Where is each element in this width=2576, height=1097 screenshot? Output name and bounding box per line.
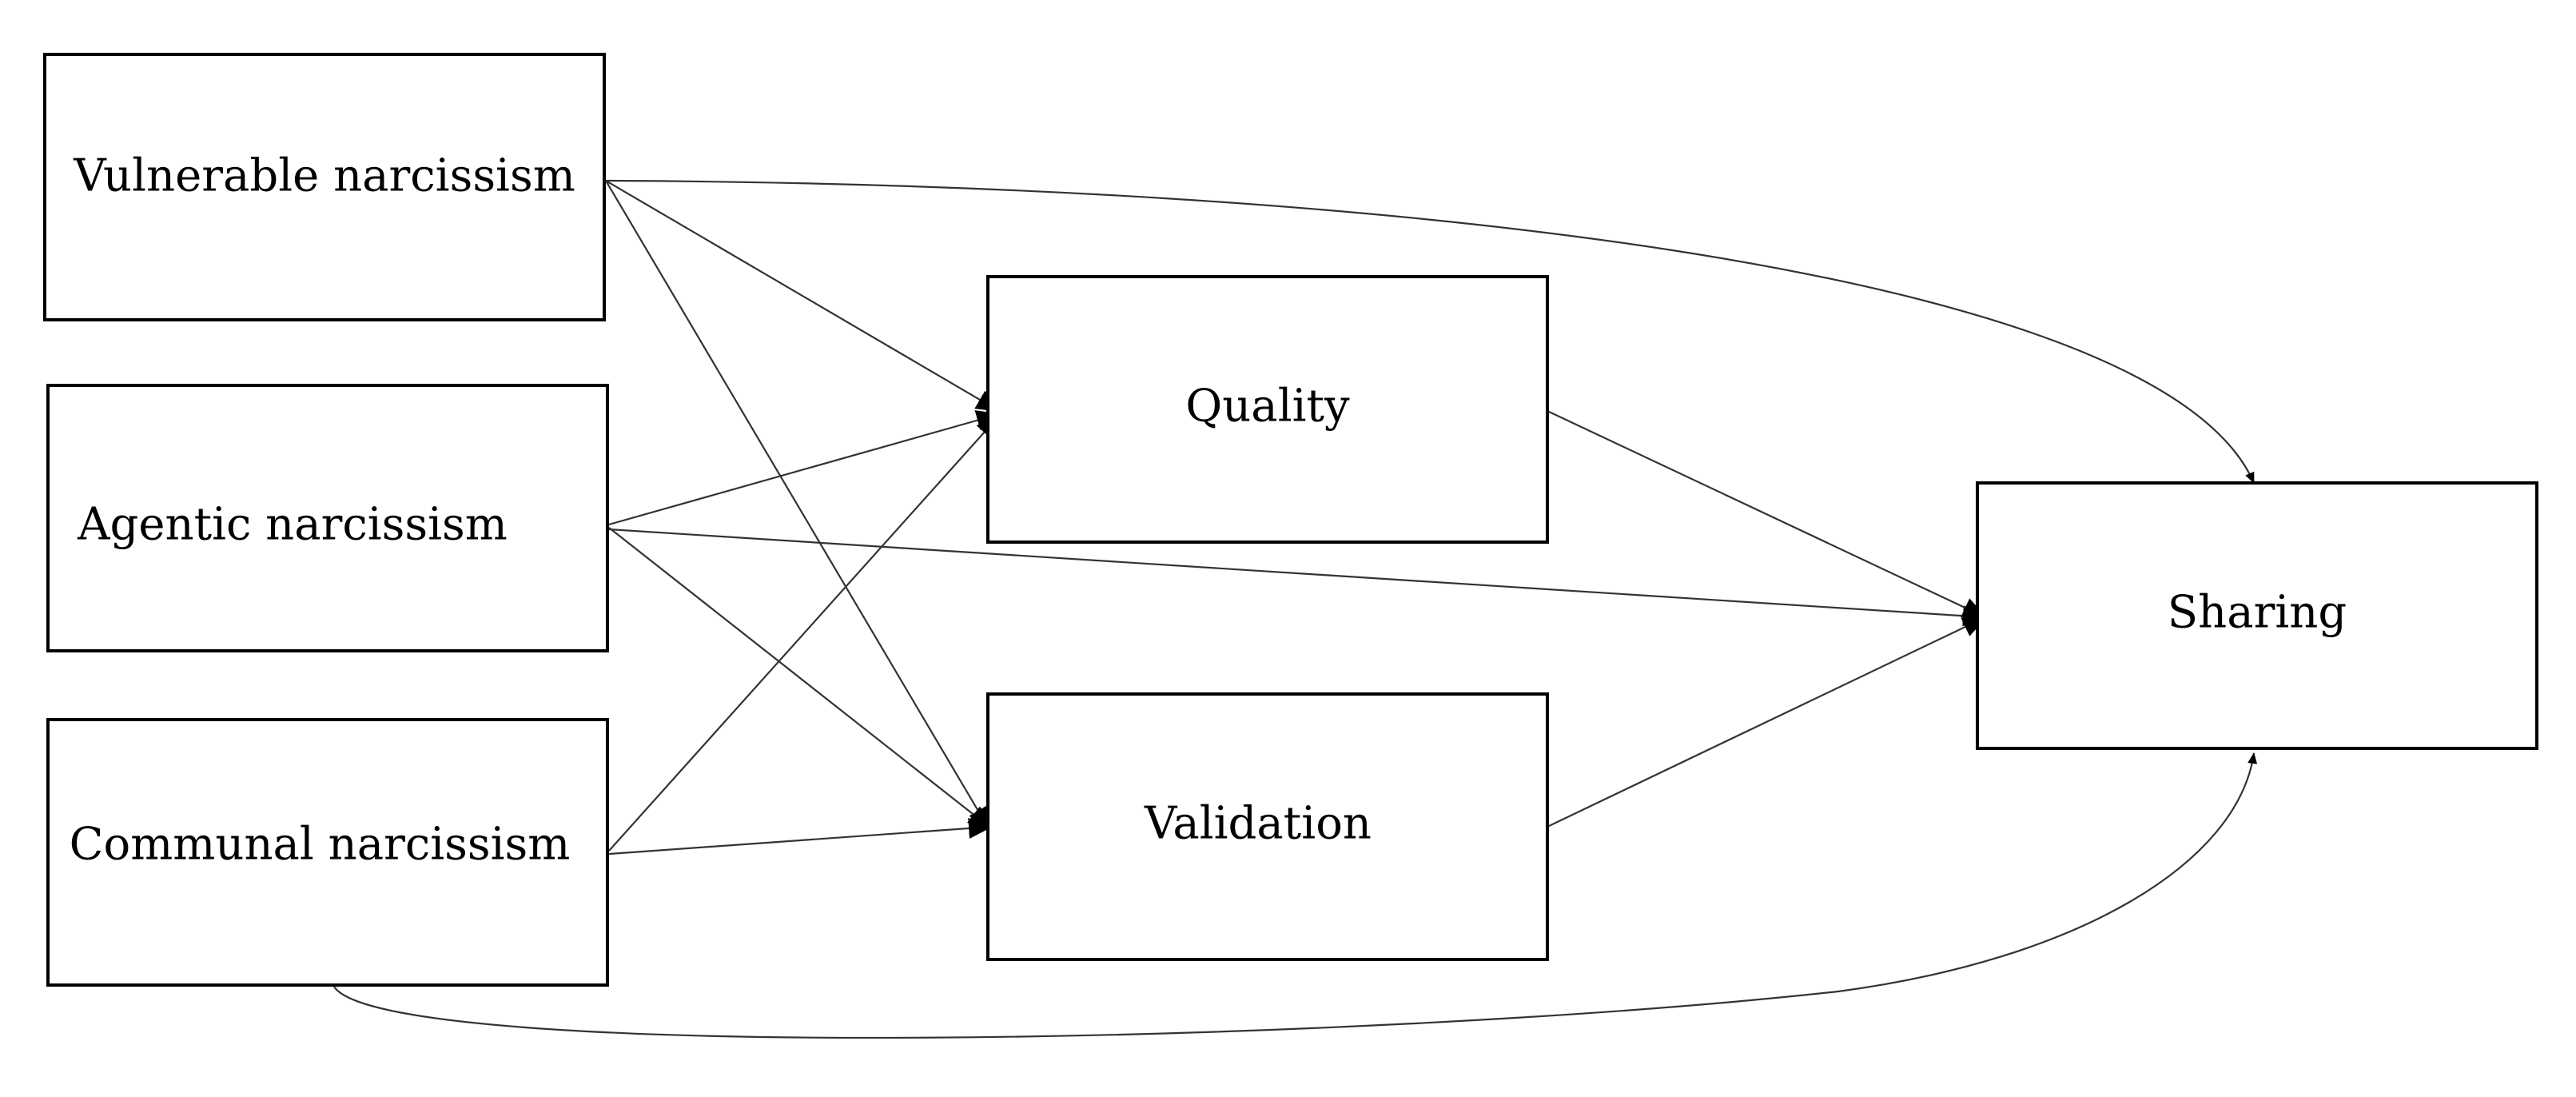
edge-communal-to-validation (608, 818, 993, 856)
node-vulnerable-narcissism: Vulnerable narcissism (43, 53, 606, 321)
edge-validation-to-sharing (1547, 616, 1987, 828)
edge-vulnerable-to-quality (605, 180, 1001, 413)
node-communal-label: Communal narcissism (70, 819, 571, 871)
edge-vulnerable-to-validation (605, 180, 991, 832)
edges (333, 179, 2258, 1039)
node-vulnerable-label: Vulnerable narcissism (73, 150, 575, 202)
node-agentic-narcissism: Agentic narcissism (46, 384, 609, 652)
node-agentic-label: Agentic narcissism (77, 499, 508, 551)
node-communal-narcissism: Communal narcissism (46, 718, 609, 987)
node-validation: Validation (986, 692, 1549, 961)
edge-vulnerable-to-sharing (605, 179, 2255, 484)
edge-communal-to-quality (608, 414, 1001, 852)
node-sharing-label: Sharing (2168, 587, 2347, 639)
node-quality-label: Quality (1185, 381, 1350, 433)
edge-agentic-to-validation (608, 527, 993, 830)
edge-communal-to-sharing (333, 752, 2258, 1039)
edge-quality-to-sharing (1547, 410, 1987, 618)
edge-agentic-to-quality (608, 410, 1001, 526)
node-sharing: Sharing (1976, 481, 2538, 750)
node-validation-label: Validation (1144, 798, 1372, 850)
node-quality: Quality (986, 275, 1549, 544)
edge-agentic-to-sharing (608, 528, 1987, 627)
